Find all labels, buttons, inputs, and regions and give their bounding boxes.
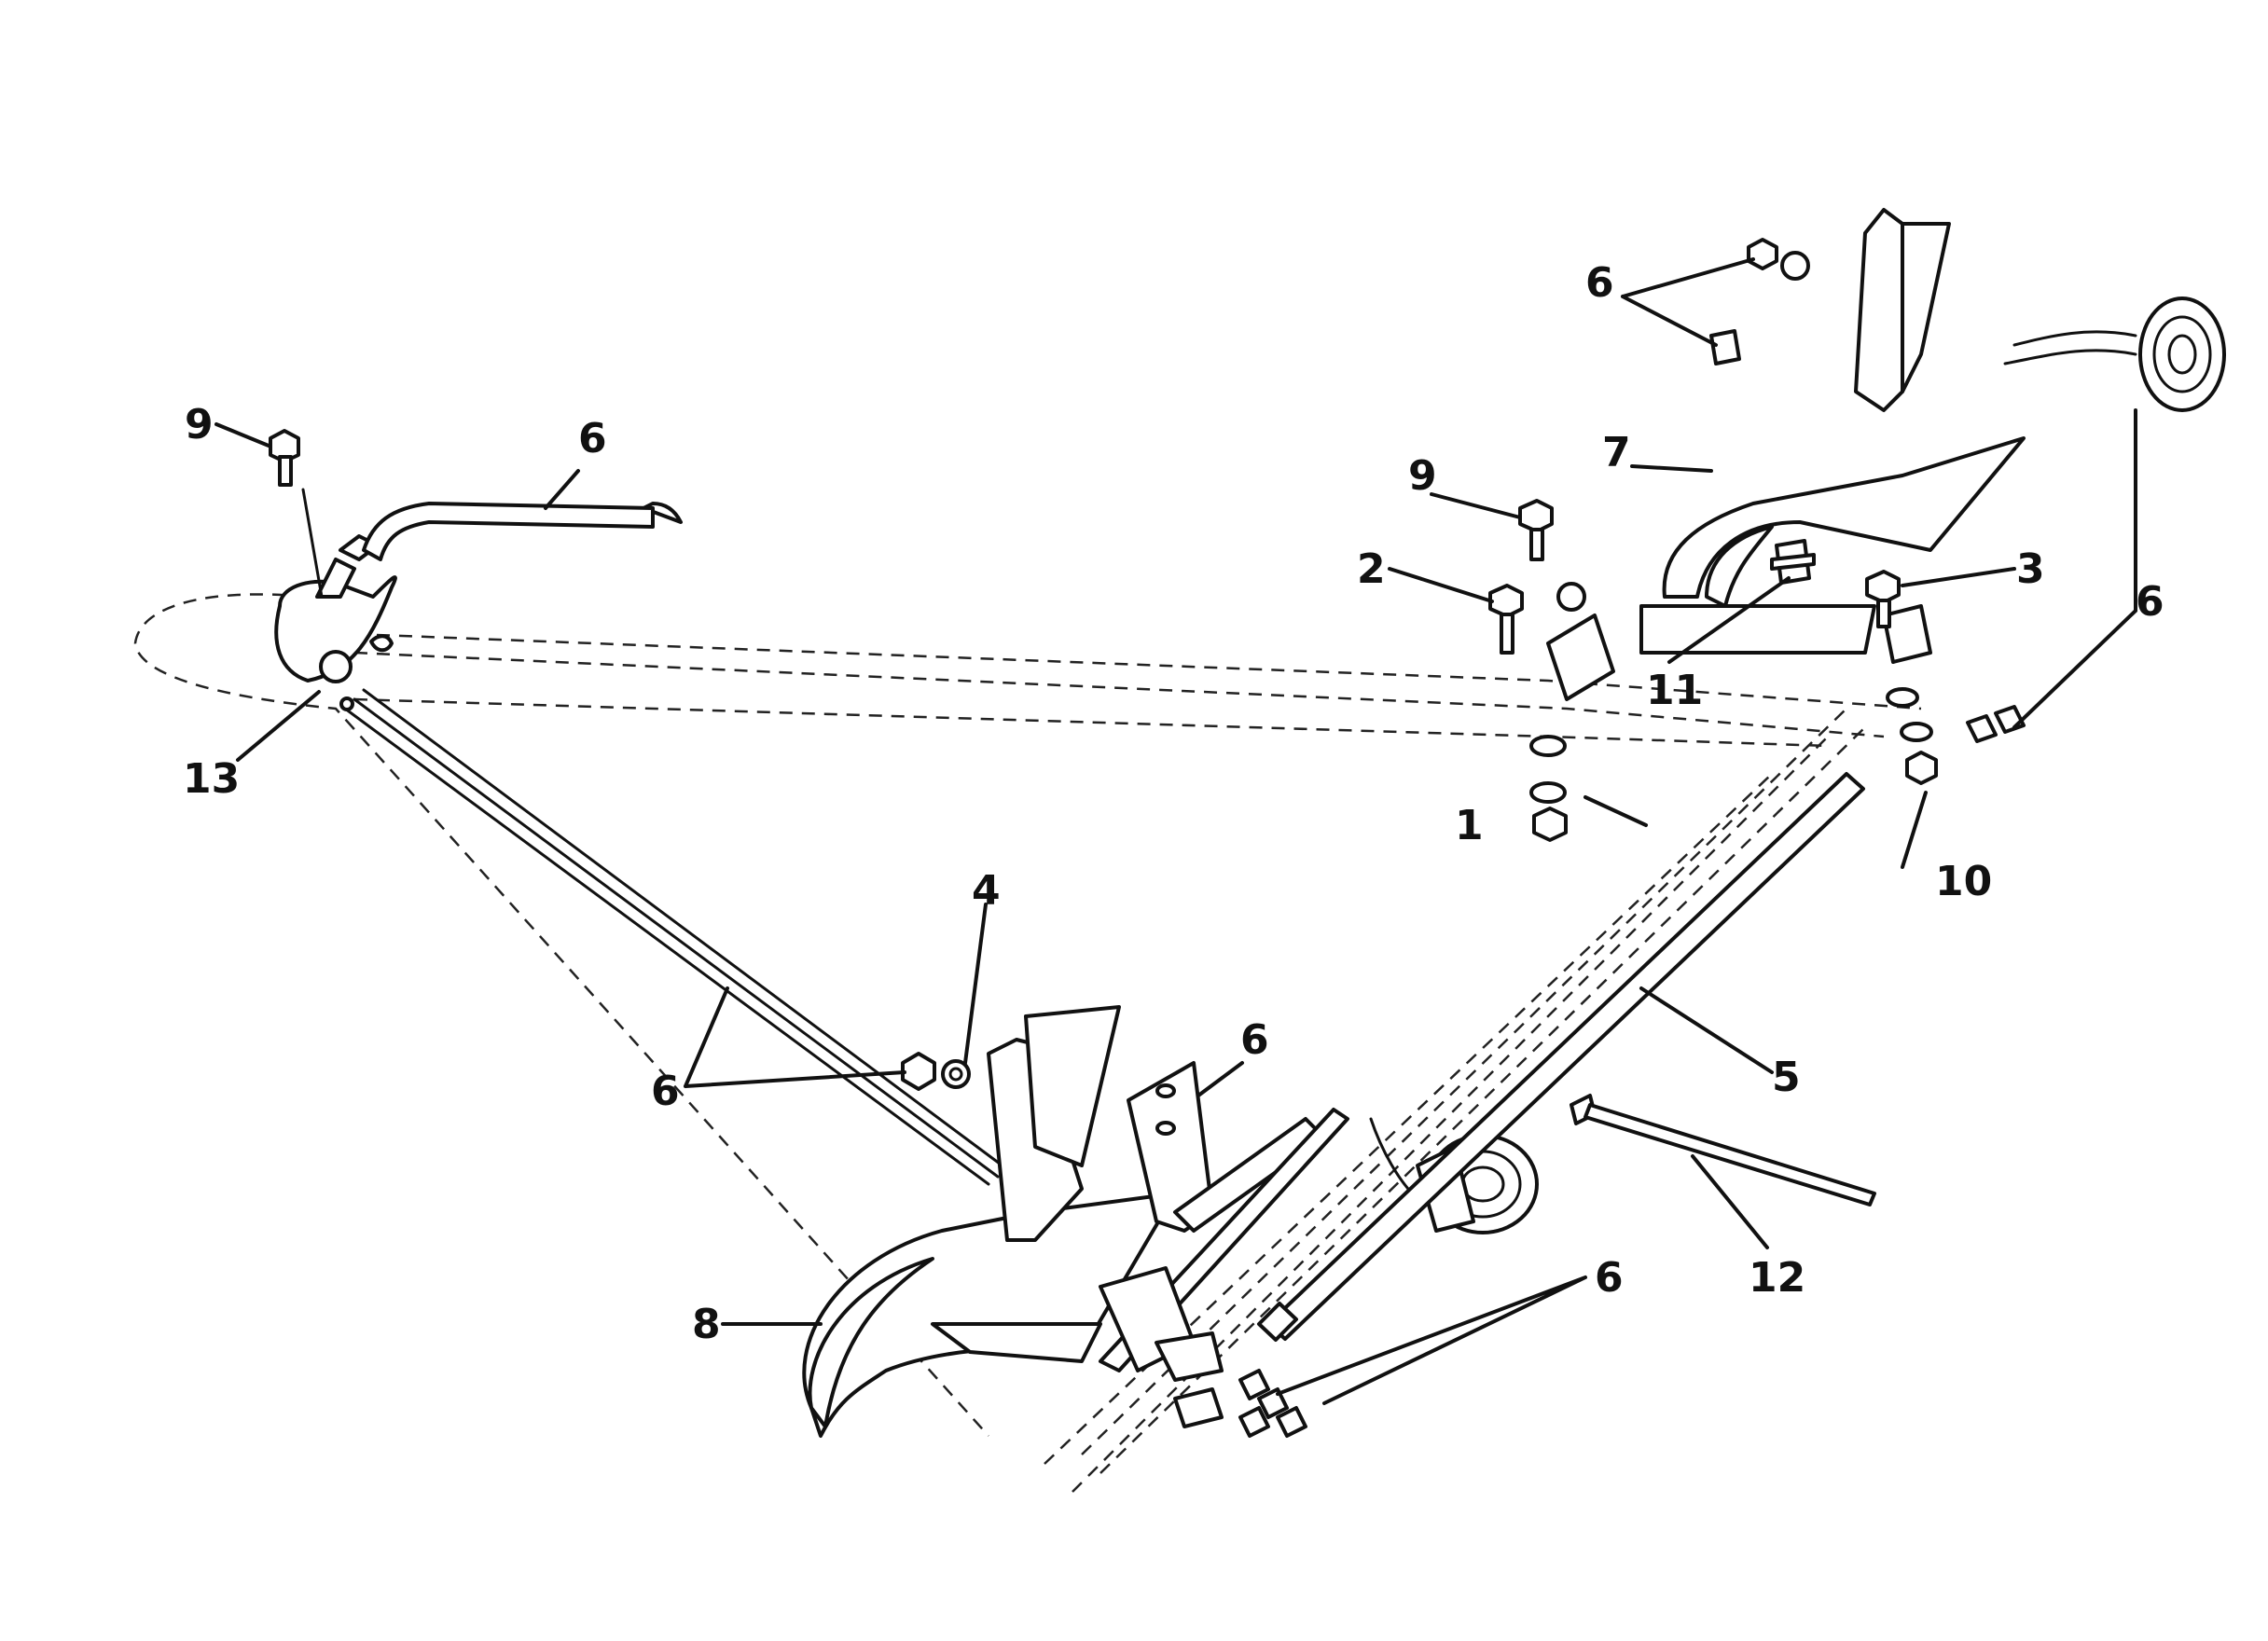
right-fender [1546, 208, 2026, 701]
callout-4: 4 [972, 867, 1001, 915]
callout-9-right: 9 [1408, 452, 1437, 500]
callout-8: 8 [692, 1301, 721, 1348]
left-fender [802, 1005, 1177, 1438]
callout-9-left: 9 [185, 401, 214, 448]
left-nut-washer [901, 1052, 971, 1091]
callout-6-top-bracket: 6 [1585, 259, 1614, 307]
callout-7: 7 [1602, 429, 1631, 476]
callout-1: 1 [1455, 802, 1484, 849]
bottom-wire-connectors [1238, 1369, 1307, 1438]
right-bolts [1488, 499, 1901, 655]
right-bracket-clip [1770, 539, 1816, 585]
callout-3: 3 [2016, 545, 2045, 593]
leader-lines [214, 257, 2137, 1405]
callout-5: 5 [1772, 1054, 1801, 1101]
callout-11: 11 [1646, 667, 1703, 714]
license-plate-bracket [1099, 1061, 1349, 1428]
cable-tie [1570, 1094, 1876, 1207]
callout-10: 10 [1935, 858, 1992, 905]
callout-6-right-lamp: 6 [2136, 578, 2164, 626]
left-cable [343, 502, 1009, 1186]
callout-6-bottom-connectors: 6 [1595, 1254, 1624, 1302]
top-nut-washer [1747, 238, 1810, 281]
callout-labels: 9 13 6 6 4 6 8 6 5 12 1 10 9 2 7 3 11 6 … [183, 259, 2164, 1348]
axle-rod [1257, 772, 1865, 1342]
left-bolt [269, 429, 324, 599]
callout-6-left-nuts: 6 [651, 1068, 680, 1115]
top-clip [1709, 329, 1741, 365]
callout-6-left-plate: 6 [1240, 1016, 1269, 1064]
left-mounting-bracket [274, 502, 655, 711]
right-tail-lamp [2003, 296, 2226, 412]
callout-2: 2 [1357, 545, 1386, 593]
right-washers-nuts [1529, 687, 1938, 842]
callout-13: 13 [183, 755, 240, 803]
callout-6-cable: 6 [578, 415, 607, 462]
callout-12: 12 [1749, 1254, 1805, 1302]
